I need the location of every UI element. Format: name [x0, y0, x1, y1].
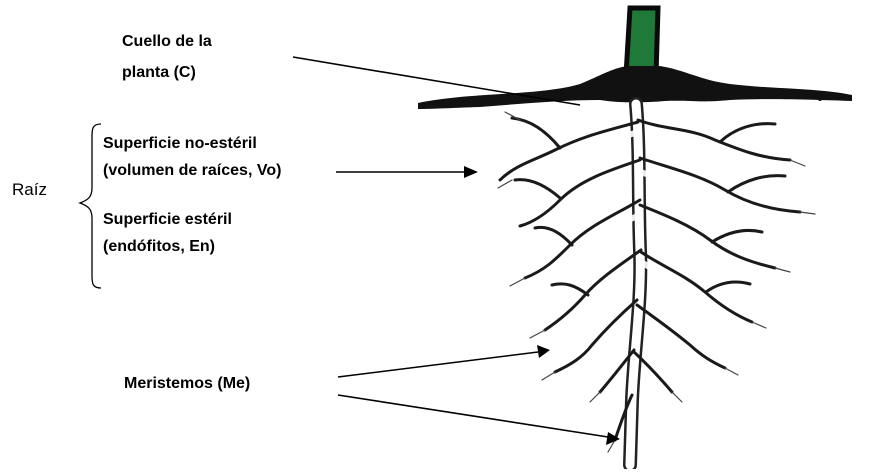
raiz-label: Raíz — [12, 176, 47, 203]
cuello-label-line-2: planta (C) — [122, 57, 212, 88]
meristemos-label: Meristemos (Me) — [124, 370, 250, 397]
meristemos-arrow-line-2 — [338, 395, 608, 437]
superficie-arrowhead — [464, 166, 478, 178]
meristemos-arrowhead-1 — [537, 345, 550, 358]
superficie-esteril-line-2: (endófitos, En) — [103, 233, 232, 260]
meristemos-arrow-line-1 — [338, 352, 538, 377]
superficie-no-esteril-line-1: Superficie no-estéril — [103, 130, 281, 157]
superficie-no-esteril-line-2: (volumen de raíces, Vo) — [103, 157, 281, 184]
superficie-esteril-label: Superficie estéril (endófitos, En) — [103, 206, 232, 260]
cuello-pointer-line — [293, 57, 580, 105]
cuello-label-line-1: Cuello de la — [122, 26, 212, 57]
root-system — [498, 104, 815, 465]
superficie-esteril-line-1: Superficie estéril — [103, 206, 232, 233]
plant-stem — [626, 8, 658, 75]
superficie-no-esteril-label: Superficie no-estéril (volumen de raíces… — [103, 130, 281, 184]
raiz-brace — [80, 124, 101, 288]
cuello-label: Cuello de la planta (C) — [122, 26, 212, 88]
